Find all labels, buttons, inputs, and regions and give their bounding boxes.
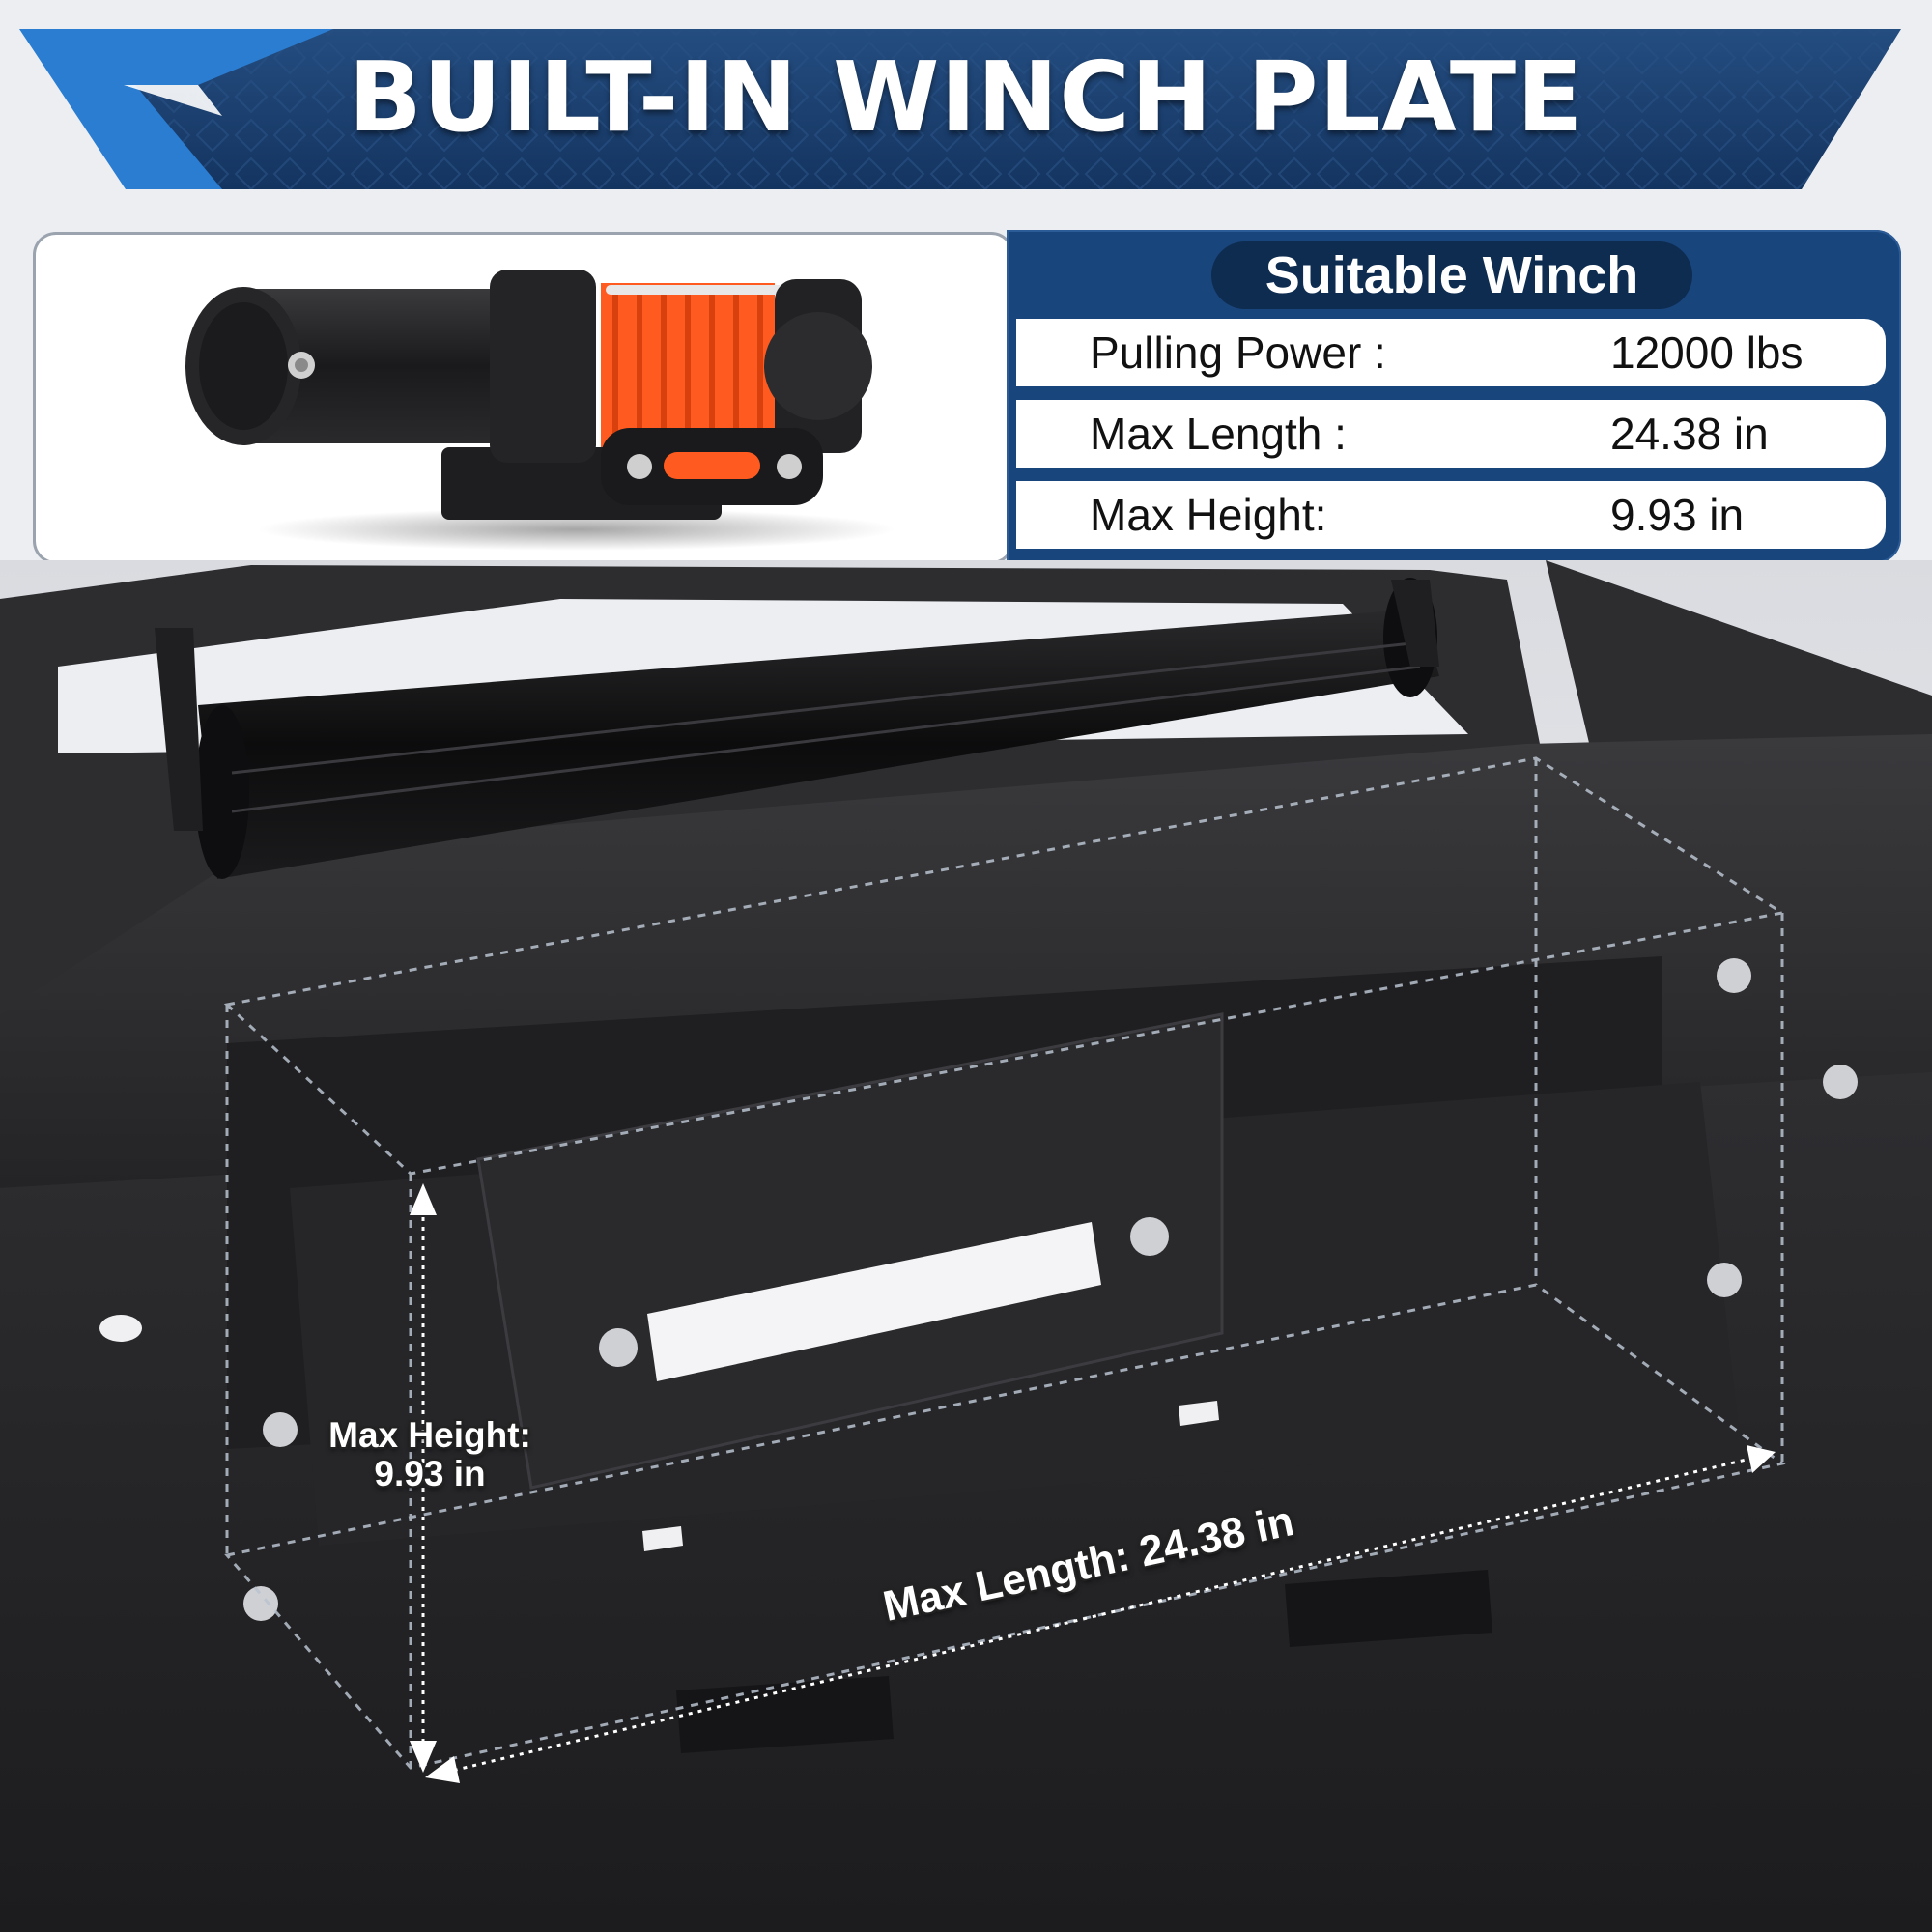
- spec-value: 24.38 in: [1610, 409, 1769, 459]
- spec-row-max-length: Max Length : 24.38 in: [1016, 400, 1886, 468]
- page-title: BUILT-IN WINCH PLATE: [348, 41, 1584, 154]
- bumper-render: [0, 560, 1932, 1932]
- spec-label: Max Length :: [1090, 409, 1347, 459]
- max-height-callout-line1: Max Height:: [328, 1415, 531, 1455]
- max-height-callout-line2: 9.93 in: [374, 1454, 486, 1493]
- spec-row-pulling-power: Pulling Power : 12000 lbs: [1016, 319, 1886, 386]
- max-height-callout: Max Height: 9.93 in: [319, 1416, 541, 1493]
- spec-row-max-height: Max Height: 9.93 in: [1016, 481, 1886, 549]
- winch-icon: [185, 270, 895, 551]
- spec-label: Max Height:: [1090, 490, 1327, 540]
- spec-value: 12000 lbs: [1610, 327, 1804, 378]
- banner-background: [19, 29, 1901, 189]
- spec-value: 9.93 in: [1610, 490, 1745, 540]
- suitable-winch-panel: Suitable Winch Pulling Power : 12000 lbs…: [1007, 230, 1901, 563]
- bumper-icon: [0, 560, 1932, 1932]
- header-banner: BUILT-IN WINCH PLATE: [0, 0, 1932, 213]
- spec-heading: Suitable Winch: [1211, 242, 1692, 309]
- spec-label: Pulling Power :: [1090, 327, 1386, 378]
- light-bar: [155, 578, 1439, 879]
- winch-image-card: [33, 232, 1014, 564]
